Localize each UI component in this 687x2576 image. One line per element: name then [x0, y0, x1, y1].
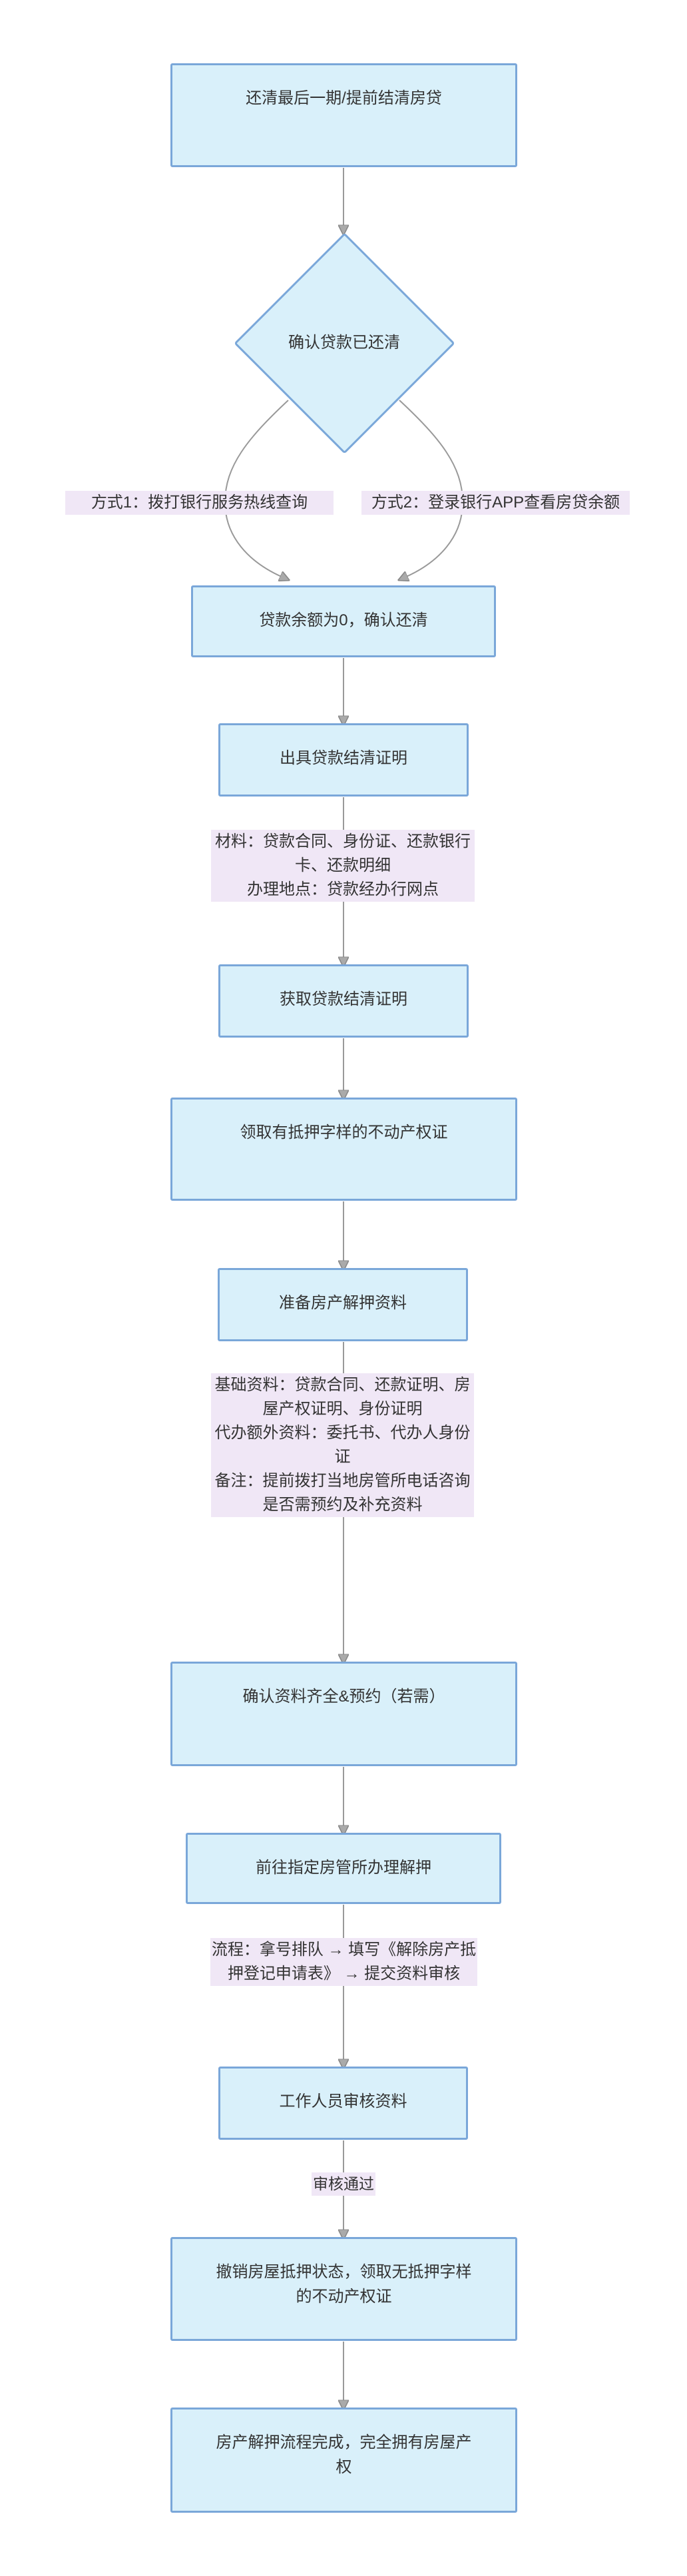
node-revoke-mortgage-status: 撤销房屋抵押状态，领取无抵押字样的不动产权证 — [170, 2237, 517, 2341]
node-collect-mortgaged-deed: 领取有抵押字样的不动产权证 — [170, 1098, 517, 1201]
node-start: 还清最后一期/提前结清房贷 — [170, 63, 517, 167]
edge-decision-method2 — [399, 400, 464, 577]
node-obtain-certificate: 获取贷款结清证明 — [218, 964, 469, 1038]
node-process-complete: 房产解押流程完成，完全拥有房屋产权 — [170, 2408, 517, 2513]
edge-label-approved: 审核通过 — [312, 2172, 375, 2196]
edge-label-method2: 方式2：登录银行APP查看房贷余额 — [361, 491, 630, 515]
node-prepare-materials: 准备房产解押资料 — [218, 1268, 468, 1341]
edge-label-method1: 方式1：拨打银行服务热线查询 — [65, 491, 334, 515]
node-confirm-loan-paid: 确认贷款已还清 — [288, 334, 400, 352]
node-visit-housing-office: 前往指定房管所办理解押 — [186, 1833, 501, 1904]
node-staff-review: 工作人员审核资料 — [218, 2067, 468, 2140]
edge-label-materials-note: 材料：贷款合同、身份证、还款银行卡、还款明细办理地点：贷款经办行网点 — [211, 830, 475, 902]
edge-label-docs-note: 基础资料：贷款合同、还款证明、房屋产权证明、身份证明代办额外资料：委托书、代办人… — [211, 1373, 474, 1517]
edge-decision-method1 — [224, 400, 288, 577]
node-confirm-materials-ready: 确认资料齐全&预约（若需） — [170, 1662, 517, 1766]
node-issue-certificate: 出具贷款结清证明 — [218, 723, 469, 797]
edge-label-process-note: 流程：拿号排队 → 填写《解除房产抵押登记申请表》 → 提交资料审核 — [210, 1938, 477, 1986]
node-balance-zero: 贷款余额为0，确认还清 — [191, 585, 496, 657]
